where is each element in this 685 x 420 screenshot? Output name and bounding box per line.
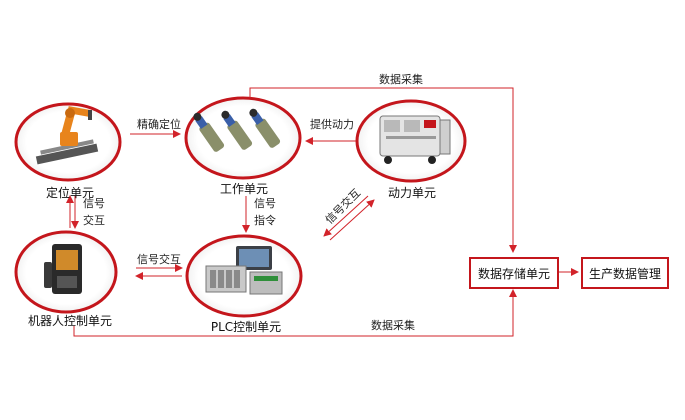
label-plc-control-unit: PLC控制单元 [210,320,282,334]
label-positioning-unit: 定位单元 [45,186,94,200]
plc-modules-icon [205,246,283,295]
power-unit-frame [355,99,467,183]
industrial-robot-icon [35,106,99,165]
robot-control-unit-frame [14,230,118,314]
data-storage-unit-box: 数据存储单元 [469,257,559,289]
arrow-power-to-plc [323,195,369,237]
label-precise-positioning: 精确定位 [137,118,181,131]
positioning-unit-frame [14,102,122,182]
arrow-data-collection-top [249,87,517,253]
teach-pendant-icon [44,244,82,294]
label-data-collection-top: 数据采集 [379,73,423,86]
label-provide-power: 提供动力 [310,118,354,131]
work-unit-frame [184,96,302,180]
plc-control-unit-frame [185,234,303,318]
label-work-unit: 工作单元 [219,182,268,196]
label-power-unit: 动力单元 [387,186,436,200]
arrow-data-collection-bottom [73,289,517,337]
production-data-management-box: 生产数据管理 [581,257,669,289]
label-signal-exchange-middle: 信号交互 [137,253,181,266]
label-signal-command: 信号指令 [254,197,276,227]
arrow-plc-to-power [329,199,375,241]
power-cart-icon [379,115,451,164]
label-robot-control-unit: 机器人控制单元 [27,314,112,328]
label-signal-exchange-vertical: 信号交互 [83,197,105,227]
label-data-collection-bottom: 数据采集 [371,319,415,332]
tool-heads-icon [193,108,281,152]
